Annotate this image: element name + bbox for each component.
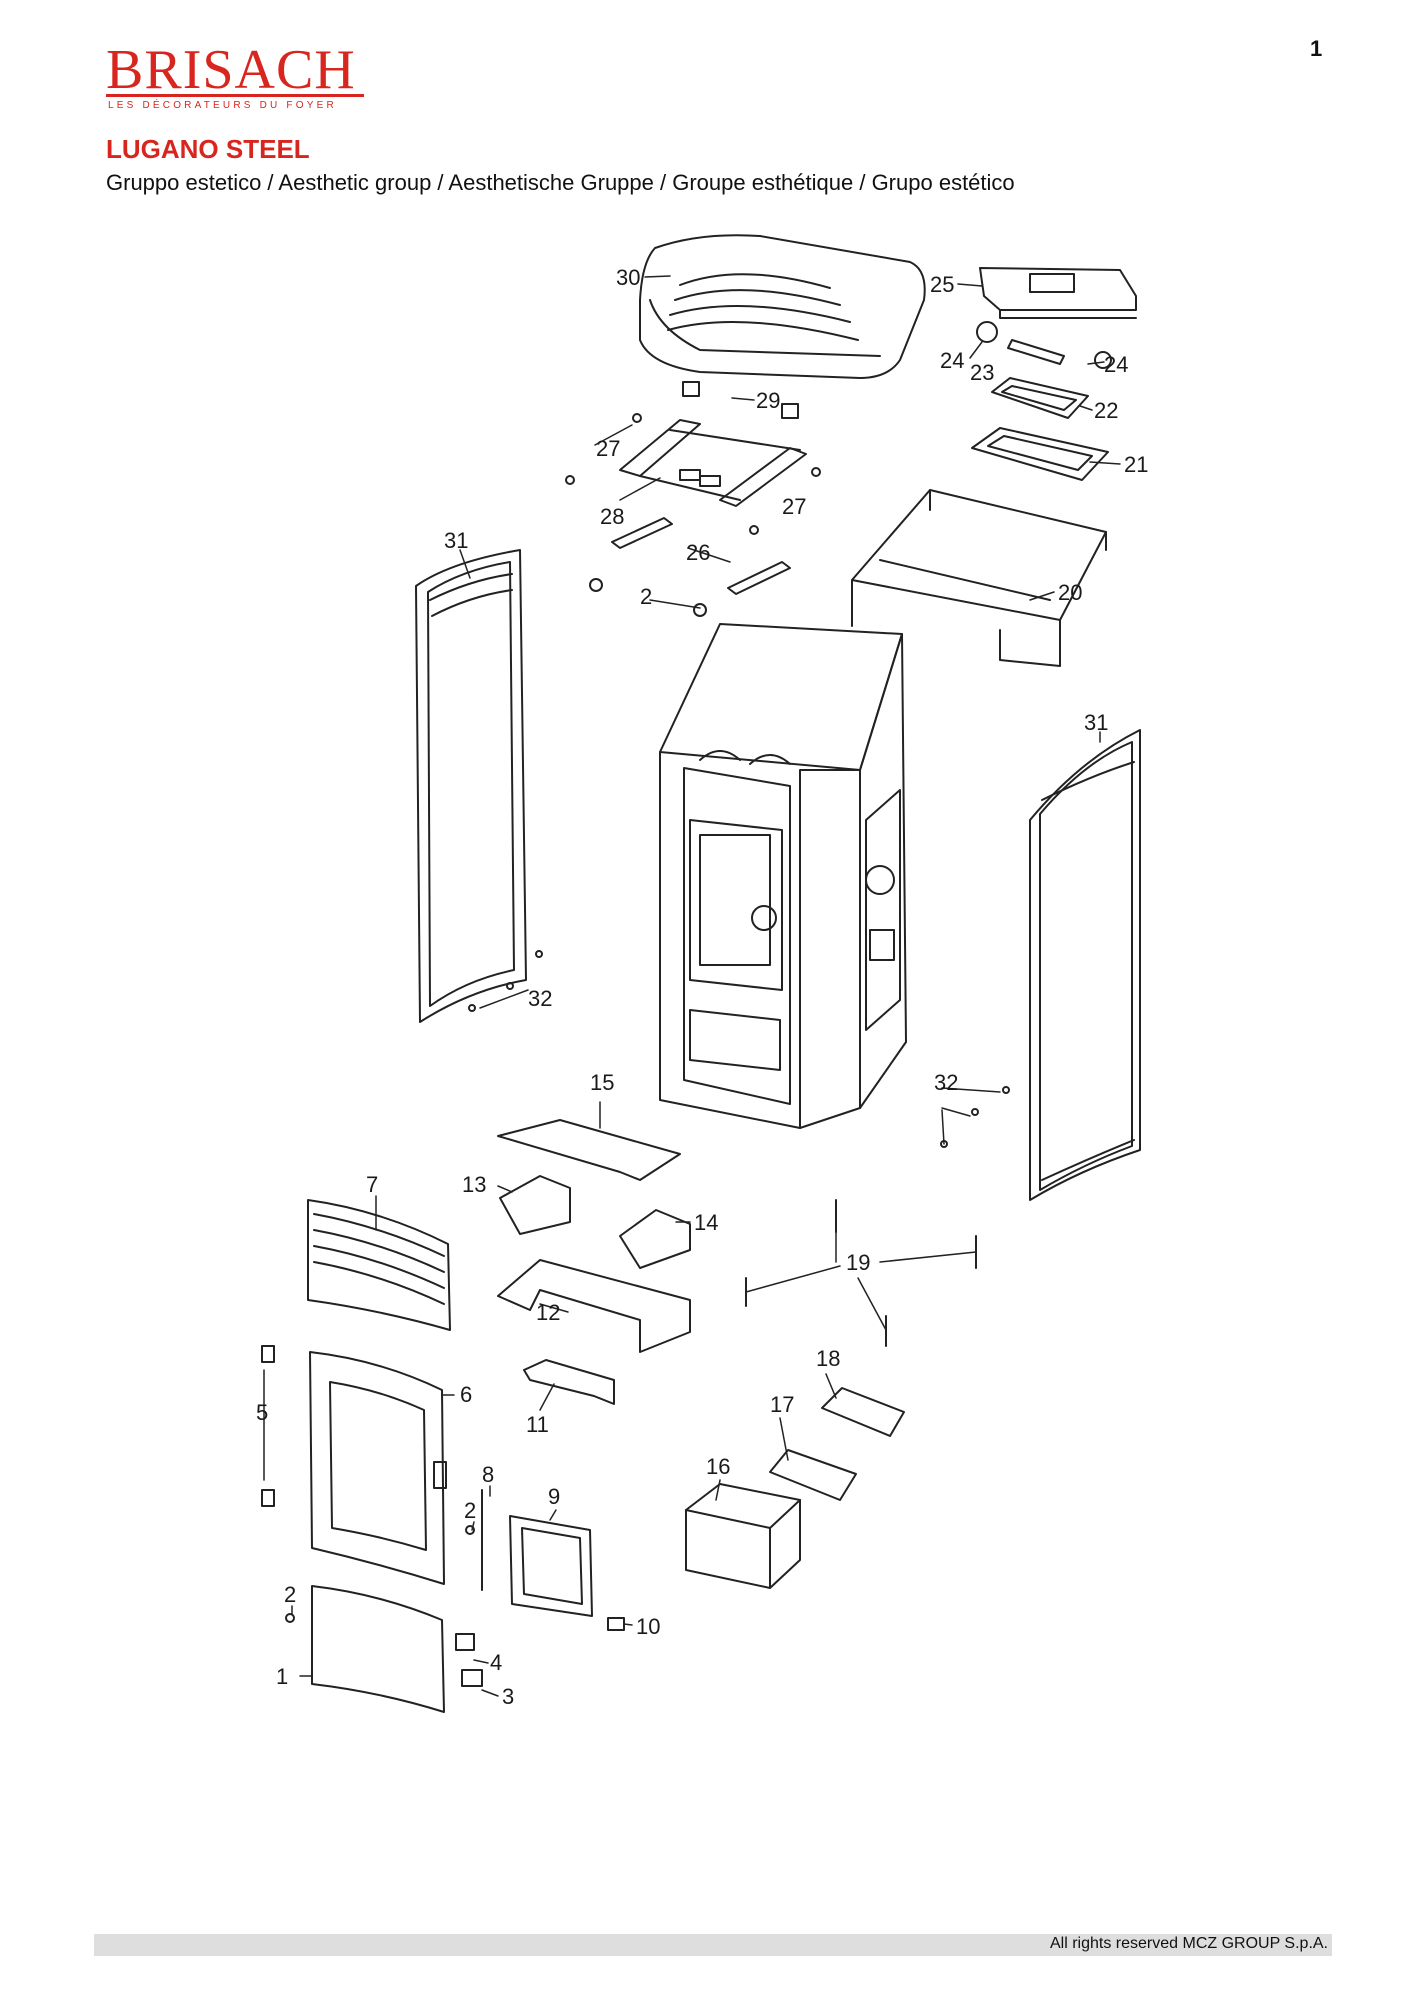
part-20-top-frame: [851, 489, 1107, 667]
footer-bar: [94, 1934, 1332, 1956]
label-18: 18: [816, 1346, 840, 1371]
part-14-bracket: [619, 1209, 691, 1269]
page-title: LUGANO STEEL: [106, 134, 310, 164]
part-31-right-side-panel: [1029, 729, 1141, 1201]
label-15: 15: [590, 1070, 614, 1095]
footer-copyright: All rights reserved MCZ GROUP S.p.A.: [1050, 1935, 1328, 1952]
part-23-bracket: [1007, 339, 1065, 365]
label-27a: 27: [596, 436, 620, 461]
part-1-front-panel: [311, 1585, 445, 1713]
logo-underline: [106, 94, 364, 97]
label-10: 10: [636, 1614, 660, 1639]
label-32b: 32: [934, 1070, 958, 1095]
logo-brand-text: BRISACH: [106, 39, 356, 101]
label-5: 5: [256, 1400, 268, 1425]
label-11: 11: [526, 1412, 549, 1437]
part-16-ash-box: [685, 1483, 801, 1589]
part-31-left-side-panel: [415, 549, 527, 1023]
part-12-lower-frame: [497, 1259, 691, 1353]
label-7: 7: [366, 1172, 378, 1197]
page-subtitle: Gruppo estetico / Aesthetic group / Aest…: [106, 170, 1015, 195]
label-3: 3: [502, 1684, 514, 1709]
part-25-control-panel: [979, 267, 1137, 319]
part-11-bracket: [523, 1359, 615, 1405]
label-28: 28: [600, 504, 624, 529]
label-8: 8: [482, 1462, 494, 1487]
label-21: 21: [1124, 452, 1148, 477]
label-12: 12: [536, 1300, 560, 1325]
label-2a: 2: [640, 584, 652, 609]
label-25: 25: [930, 272, 954, 297]
label-24b: 24: [1104, 352, 1128, 377]
part-5-hinge: [261, 1345, 275, 1507]
label-31a: 31: [444, 528, 468, 553]
part-labels: 30 29 27 28 27 26 2 25 24 23 24 22 21 20…: [256, 265, 1148, 1709]
label-16: 16: [706, 1454, 730, 1479]
label-6: 6: [460, 1382, 472, 1407]
part-7-front-grille: [307, 1199, 451, 1331]
part-6-door: [309, 1351, 447, 1585]
label-26: 26: [686, 540, 710, 565]
brisach-logo: BRISACH LES DÉCORATEURS DU FOYER: [106, 38, 366, 118]
part-30-top-cover: [639, 234, 926, 379]
part-2-top-screws: [589, 578, 707, 617]
label-2c: 2: [284, 1582, 296, 1607]
part-2-front-screws: [285, 1525, 475, 1623]
part-26-brackets: [611, 517, 791, 595]
label-13: 13: [462, 1172, 486, 1197]
label-29: 29: [756, 388, 780, 413]
part-4-clip: [455, 1633, 475, 1651]
part-32-screws: [468, 950, 1010, 1148]
label-22: 22: [1094, 398, 1118, 423]
label-19: 19: [846, 1250, 870, 1275]
part-22-gasket: [991, 377, 1089, 419]
label-9: 9: [548, 1484, 560, 1509]
label-31b: 31: [1084, 710, 1108, 735]
label-24a: 24: [940, 348, 964, 373]
page-number: 1: [1310, 36, 1323, 61]
label-20: 20: [1058, 580, 1082, 605]
leader-lines: [263, 275, 1121, 1697]
part-10-latch: [607, 1617, 625, 1631]
part-17-gasket-plate: [769, 1449, 857, 1501]
part-27-screws: [565, 413, 821, 535]
label-14: 14: [694, 1210, 718, 1235]
part-9-inner-door: [509, 1515, 593, 1617]
label-2b: 2: [464, 1498, 476, 1523]
label-30: 30: [616, 265, 640, 290]
label-27b: 27: [782, 494, 806, 519]
label-1: 1: [276, 1664, 288, 1689]
label-4: 4: [490, 1650, 502, 1675]
part-15-base-plate: [497, 1119, 681, 1181]
part-28-support-frame: [619, 419, 807, 507]
part-29-clips: [682, 381, 799, 419]
logo-tagline: LES DÉCORATEURS DU FOYER: [108, 100, 337, 111]
label-17: 17: [770, 1392, 794, 1417]
label-23: 23: [970, 360, 994, 385]
part-24-knobs: [976, 321, 1112, 369]
part-21-cover-plate: [971, 427, 1109, 481]
part-3-clip: [461, 1669, 483, 1687]
part-13-bracket: [499, 1175, 571, 1235]
label-32a: 32: [528, 986, 552, 1011]
stove-main-body: [659, 623, 907, 1129]
